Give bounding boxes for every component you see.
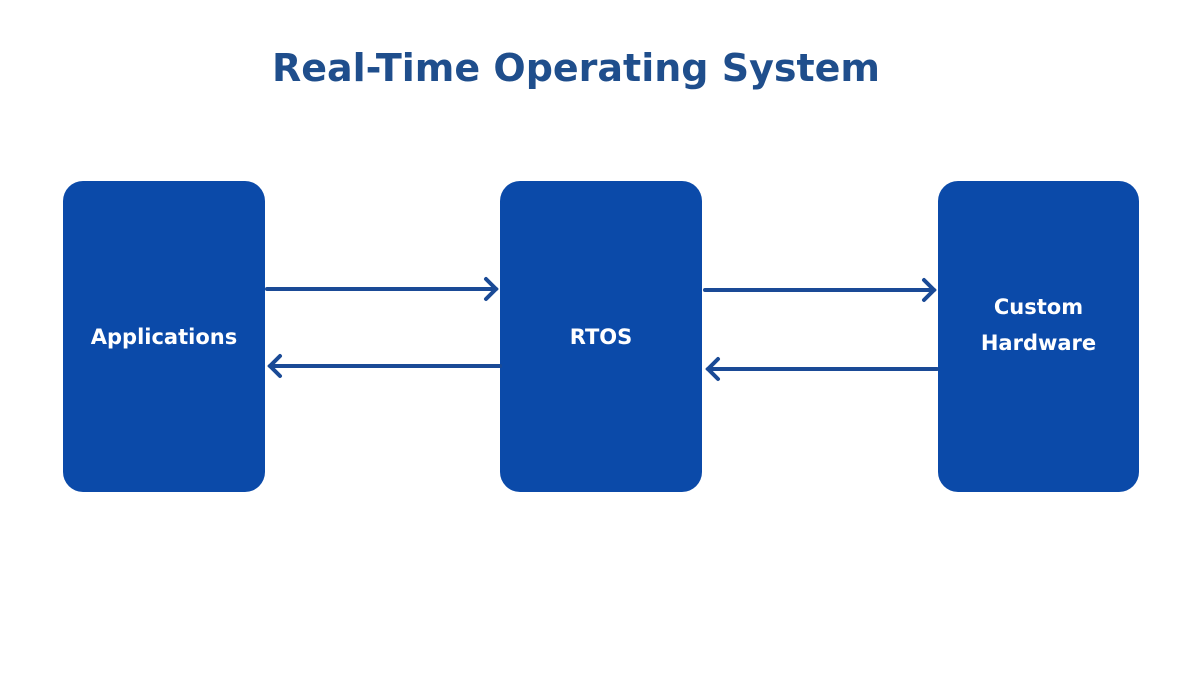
node-rtos: RTOS <box>500 181 702 492</box>
arrow-rtos-to-custom-hardware <box>703 278 937 302</box>
arrow-applications-to-rtos <box>265 277 499 301</box>
node-custom-hardware: Custom Hardware <box>938 181 1139 492</box>
node-label: Applications <box>90 324 238 349</box>
node-label: RTOS <box>569 324 633 349</box>
arrow-custom-hardware-to-rtos <box>705 357 939 381</box>
node-label: Custom Hardware <box>980 294 1097 355</box>
node-applications: Applications <box>63 181 265 492</box>
diagram-title: Real-Time Operating System <box>271 46 881 90</box>
arrow-rtos-to-applications <box>267 354 502 378</box>
